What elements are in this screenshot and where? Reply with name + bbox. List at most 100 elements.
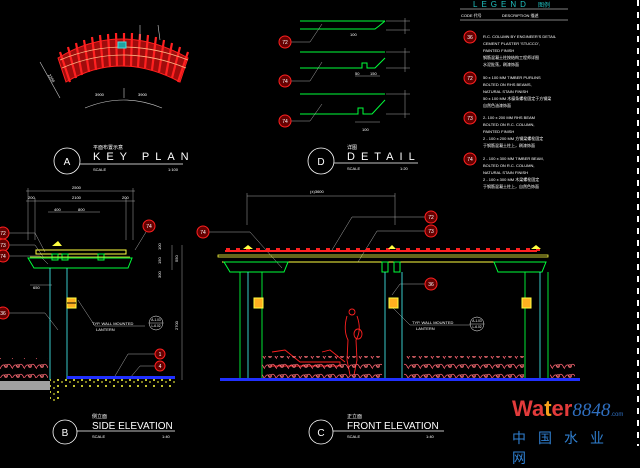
side-tag-74b: 74 [142,219,156,233]
timber-purlin [346,248,350,251]
legend-title: LEGEND [473,0,530,9]
ground-line [67,376,175,379]
front-elevation-scale: 1:40 [426,434,435,439]
lantern-note: LANTERN [96,327,115,332]
legend-description-line: 50 x 100 MM TIMBER PURLINS [483,75,541,80]
timber-purlin [336,248,340,251]
lantern-note: TYP. WALL MOUNTED [92,321,134,326]
side-dim: 300 [157,271,162,278]
svg-text:74: 74 [282,79,288,85]
timber-purlin [316,248,320,251]
legend-description-line: BOLTED ON RHS BEAMS, [483,82,532,87]
shrub-planting [550,360,575,378]
front-tag-74: 74 [196,225,210,239]
timber-purlin [506,248,510,251]
detail-dim: 50 [355,71,360,76]
legend-code: 74 [467,157,473,163]
side-dim: 400 [54,207,61,212]
svg-text:74: 74 [0,254,6,260]
side-dim: 150 [157,257,162,264]
side-tag-1: 1 [154,348,166,360]
timber-purlin [256,248,260,251]
legend-code: 73 [467,116,473,122]
legend-code: 72 [467,76,473,82]
legend-description-line: 钢筋混凝土柱按结构工程师详图 [483,54,539,60]
lantern-ref-marker: A-1.03 L-6.02 [148,315,164,331]
timber-purlin [536,248,540,251]
timber-purlin [486,248,490,251]
svg-text:72: 72 [0,231,6,237]
timber-purlin [376,248,380,251]
watermark-logo: Water8848.com 中国水业网 [512,396,624,468]
front-elevation-id: C [317,428,324,439]
svg-text:A-1.03: A-1.03 [472,319,482,323]
legend-code-badge [463,152,477,166]
human-figure [344,308,363,376]
side-tag-74: 74 [0,249,10,263]
front-tag-72: 72 [424,210,438,224]
timber-sections [300,20,386,115]
cad-drawing: 3900 3900 2200 A 平面布置示意 KEY PLAN SCALE 1… [0,0,639,446]
detail-scale: 1:20 [400,166,409,171]
side-elevation-cn-title: 侧立面 [92,413,107,420]
detail-id: D [317,157,324,168]
svg-text:36: 36 [428,282,434,288]
legend-item: 72 50 x 100 MM TIMBER PURLINS BOLTED ON RH… [463,71,551,108]
shrub-planting [0,358,48,378]
front-elevation-marker [308,419,334,445]
detail-tag: 72 [278,35,292,49]
legend-description-line: PAINTED FINISH [483,129,514,134]
detail-marker [307,147,335,175]
side-elevation-title: SIDE ELEVATION [92,421,173,432]
svg-text:4: 4 [159,364,162,370]
side-tag-73: 73 [0,238,10,252]
front-tag-73: 73 [424,224,438,238]
detail-title: DETAIL [347,151,421,163]
legend-code: 36 [467,35,473,41]
legend-description-line: 自然色油漆饰面 [483,102,511,108]
timber-purlin [496,248,500,251]
side-tag-72: 72 [0,226,10,240]
svg-text:72: 72 [282,40,288,46]
shrub-planting [262,356,382,378]
timber-purlin [406,248,410,251]
lantern-ref-marker: A-1.03 L-6.02 [469,316,485,332]
svg-text:74: 74 [146,224,152,230]
legend-description-line: NATURAL STAIN FINISH [483,170,528,175]
svg-text:A-1.03: A-1.03 [151,318,161,322]
side-elevation-id: B [62,428,69,439]
plan-dim: 3900 [95,92,105,97]
svg-text:L-6.02: L-6.02 [151,324,160,328]
shrub-planting [404,356,524,378]
legend-description-line: 2- 100 x 200 MM RHS BEAM [483,115,535,120]
side-dim: 200 [122,195,129,200]
timber-purlin [426,248,430,251]
timber-purlin [516,248,520,251]
timber-purlin [526,248,530,251]
timber-purlin [456,248,460,251]
front-elevation-scale-label: SCALE [347,434,360,439]
side-dim: 650 [33,285,40,290]
detail-drawing: 100 50 150 100 72 74 74 D 详图 DETAIL SCAL… [278,18,421,175]
legend-description-line: R.C. COLUMN BY ENGINEER'S DETAIL [483,34,557,39]
detail-tag: 74 [278,114,292,128]
legend-description-line: BOLTED ON R.C. COLUMN, [483,163,535,168]
side-dim: 550 [174,255,179,262]
svg-text:72: 72 [428,215,434,221]
plan-dim: 3900 [138,92,148,97]
lantern-note: TYP. WALL MOUNTED [412,320,454,325]
key-plan-id: A [64,157,71,168]
key-plan-marker [53,147,81,175]
side-elevation-marker [52,419,78,445]
detail-cn-title: 详图 [347,144,357,151]
side-tag-36: 36 [0,306,10,320]
side-beams [27,241,133,269]
front-dim: (±)3600 [310,189,325,194]
timber-purlin [396,248,400,251]
side-elevation-scale: 1:40 [162,434,171,439]
legend-code-badge [463,30,477,44]
front-tag-36: 36 [424,277,438,291]
key-plan-drawing: 3900 3900 2200 A 平面布置示意 KEY PLAN SCALE 1… [39,24,190,175]
